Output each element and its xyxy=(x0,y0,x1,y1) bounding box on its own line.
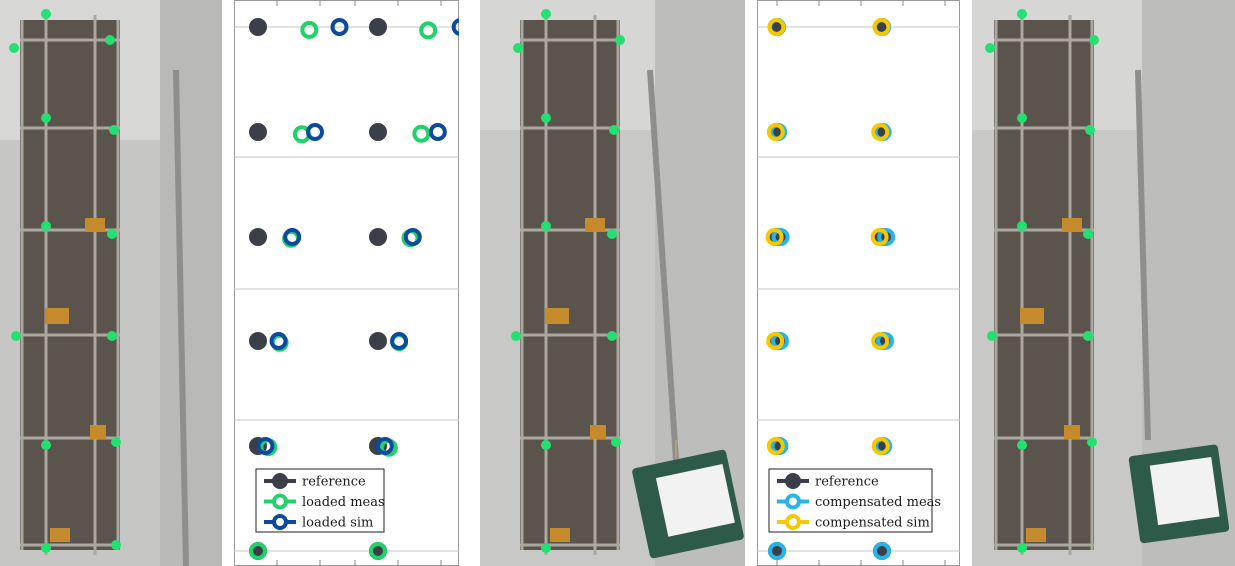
marker-loaded-meas-L6-C2 xyxy=(419,21,438,40)
tower-photo-3 xyxy=(972,0,1235,566)
marker-compensated-sim-L3-C2 xyxy=(871,332,890,350)
marker-reference-L4-C1 xyxy=(249,228,267,246)
marker-compensated-meas-L1-C2 xyxy=(873,542,891,560)
plot-loaded-svg: reference loaded meas loaded sim xyxy=(234,0,459,566)
marker-compensated-meas-L1-C1 xyxy=(768,542,786,560)
marker-reference-L3-C1 xyxy=(249,332,267,350)
marker-compensated-meas-L4-C2 xyxy=(877,228,896,246)
marker-reference-L4-C2 xyxy=(369,228,387,246)
legend-label-2: loaded meas xyxy=(302,495,385,510)
tower-with-load-illustration xyxy=(480,0,745,566)
tower-photo-2 xyxy=(480,0,745,566)
marker-reference-L6-C2 xyxy=(369,18,387,36)
legend-label-1: reference xyxy=(302,475,366,490)
marker-loaded-sim-L3-C2 xyxy=(390,332,409,350)
marker-reference-L5-C1 xyxy=(249,123,267,141)
marker-loaded-sim-L6-C1 xyxy=(330,18,349,36)
marker-loaded-meas-L5-C2 xyxy=(412,124,431,143)
marker-loaded-meas-L1-C1 xyxy=(249,542,267,560)
marker-compensated-sim-L5-C2 xyxy=(871,123,890,141)
marker-compensated-meas-L4-C1 xyxy=(771,228,790,246)
marker-loaded-meas-L1-C2 xyxy=(369,542,387,560)
marker-loaded-sim-L4-C1 xyxy=(283,228,302,246)
plot-compensated-svg: reference compensated meas compensated sim xyxy=(757,0,960,566)
legend-marker-3 xyxy=(272,514,288,530)
marker-compensated-sim-L6-C2 xyxy=(872,18,891,36)
legend-label-2: compensated meas xyxy=(815,495,941,510)
marker-loaded-sim-L3-C1 xyxy=(269,332,288,350)
deformation-plot-compensated: reference compensated meas compensated sim xyxy=(757,0,960,566)
marker-compensated-sim-L3-C1 xyxy=(766,332,785,350)
marker-loaded-sim-L2-C1 xyxy=(256,437,275,455)
legend-label-3: compensated sim xyxy=(815,516,930,531)
legend-marker-1 xyxy=(272,473,288,489)
marker-compensated-sim-L2-C2 xyxy=(871,437,890,455)
marker-loaded-meas-L6-C1 xyxy=(300,20,319,39)
marker-loaded-sim-L5-C2 xyxy=(428,123,447,141)
marker-loaded-sim-L2-C2 xyxy=(375,437,394,455)
legend-marker-3 xyxy=(785,514,801,530)
marker-reference-L5-C2 xyxy=(369,123,387,141)
marker-reference-L6-C1 xyxy=(249,18,267,36)
marker-loaded-sim-L4-C2 xyxy=(403,228,422,246)
marker-loaded-sim-L5-C1 xyxy=(306,123,324,141)
tower-compensated-illustration xyxy=(972,0,1235,566)
tower-photo-1 xyxy=(0,0,222,566)
legend-marker-1 xyxy=(785,473,801,489)
marker-loaded-sim-L6-C2 xyxy=(451,18,459,36)
legend-label-1: reference xyxy=(815,475,879,490)
deformation-plot-loaded: reference loaded meas loaded sim xyxy=(234,0,459,566)
marker-compensated-sim-L6-C1 xyxy=(767,18,786,36)
marker-compensated-sim-L4-C2 xyxy=(870,228,889,246)
marker-reference-L3-C2 xyxy=(369,332,387,350)
marker-compensated-sim-L5-C1 xyxy=(766,123,785,141)
legend-marker-2 xyxy=(785,493,801,510)
legend-marker-2 xyxy=(272,493,288,510)
marker-compensated-sim-L4-C1 xyxy=(765,228,784,246)
tower-illustration xyxy=(0,0,222,566)
legend-label-3: loaded sim xyxy=(302,516,373,531)
marker-compensated-sim-L2-C1 xyxy=(766,437,785,455)
